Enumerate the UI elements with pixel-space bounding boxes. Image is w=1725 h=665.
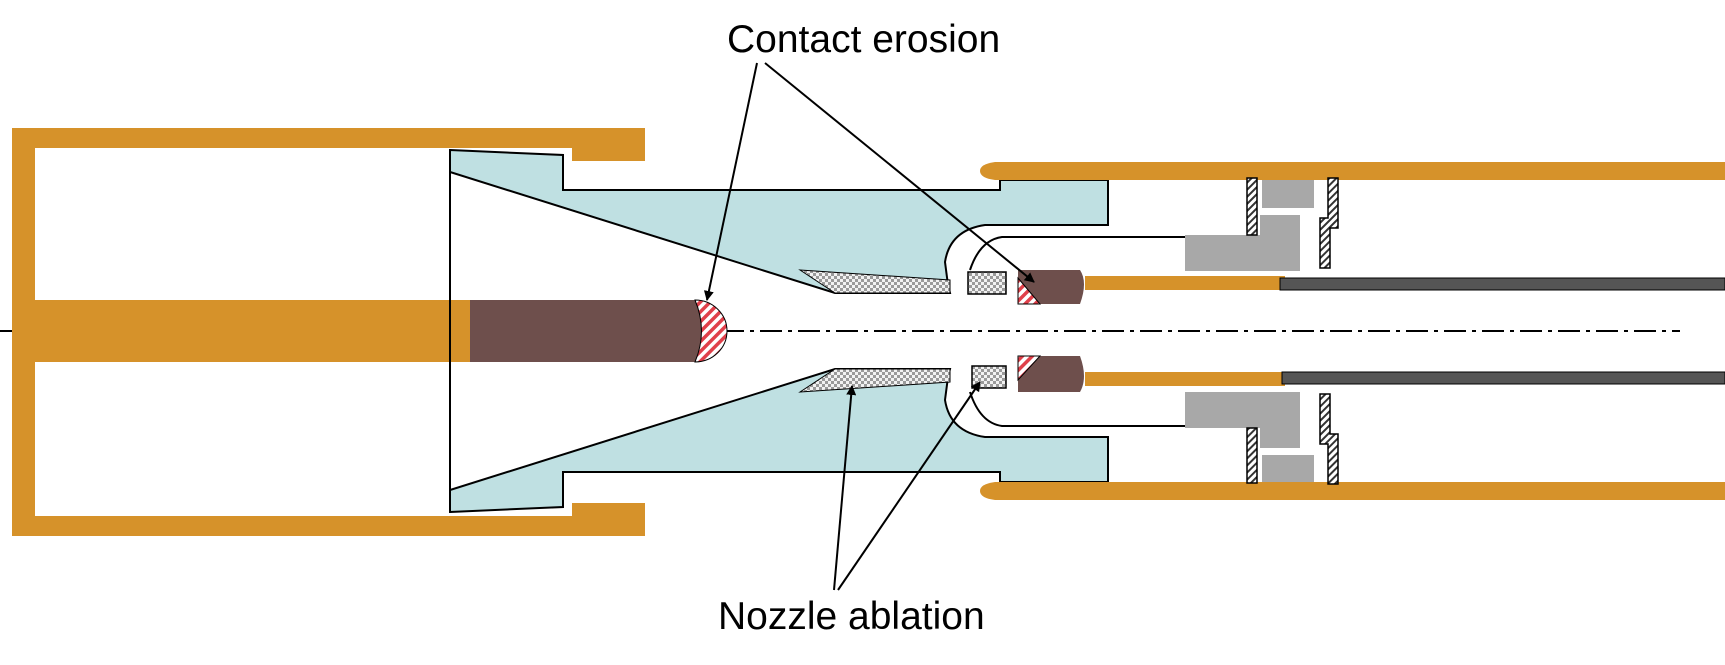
tulip-holder-upper: [1085, 276, 1285, 290]
nozzle-ablation-arrow-right: [837, 381, 981, 591]
tulip-contact-lower: [1018, 356, 1084, 392]
contact-erosion-zone-left: [694, 299, 728, 363]
contact-erosion-label: Contact erosion: [727, 18, 1000, 61]
contact-erosion-arrow-right: [764, 62, 1035, 283]
contact-erosion-zone-right-lower: [1017, 355, 1042, 382]
left-contact-rod: [12, 300, 472, 362]
contact-erosion-zone-right-upper: [1017, 276, 1042, 305]
support-block-lower: [1185, 392, 1314, 485]
operating-rod-upper: [1279, 277, 1725, 291]
support-block-upper: [1185, 178, 1314, 271]
contact-erosion-arrow-left: [703, 62, 758, 301]
nozzle-ablation-label: Nozzle ablation: [718, 595, 985, 638]
nozzle-ablation-lower: [798, 368, 951, 393]
nozzle-ablation-upper: [798, 269, 951, 294]
operating-rod-lower: [1281, 371, 1725, 385]
hatched-washers: [1246, 177, 1339, 485]
gas-channel-lower: [969, 391, 1185, 427]
nozzle-ablation-arrow-left: [833, 385, 857, 591]
tulip-holder-lower: [1085, 372, 1285, 386]
gas-channel-upper: [969, 236, 1185, 271]
right-conductor-housing: [980, 162, 1725, 500]
arcing-contact-tip: [470, 300, 727, 362]
throat-insert-upper: [967, 271, 1007, 295]
